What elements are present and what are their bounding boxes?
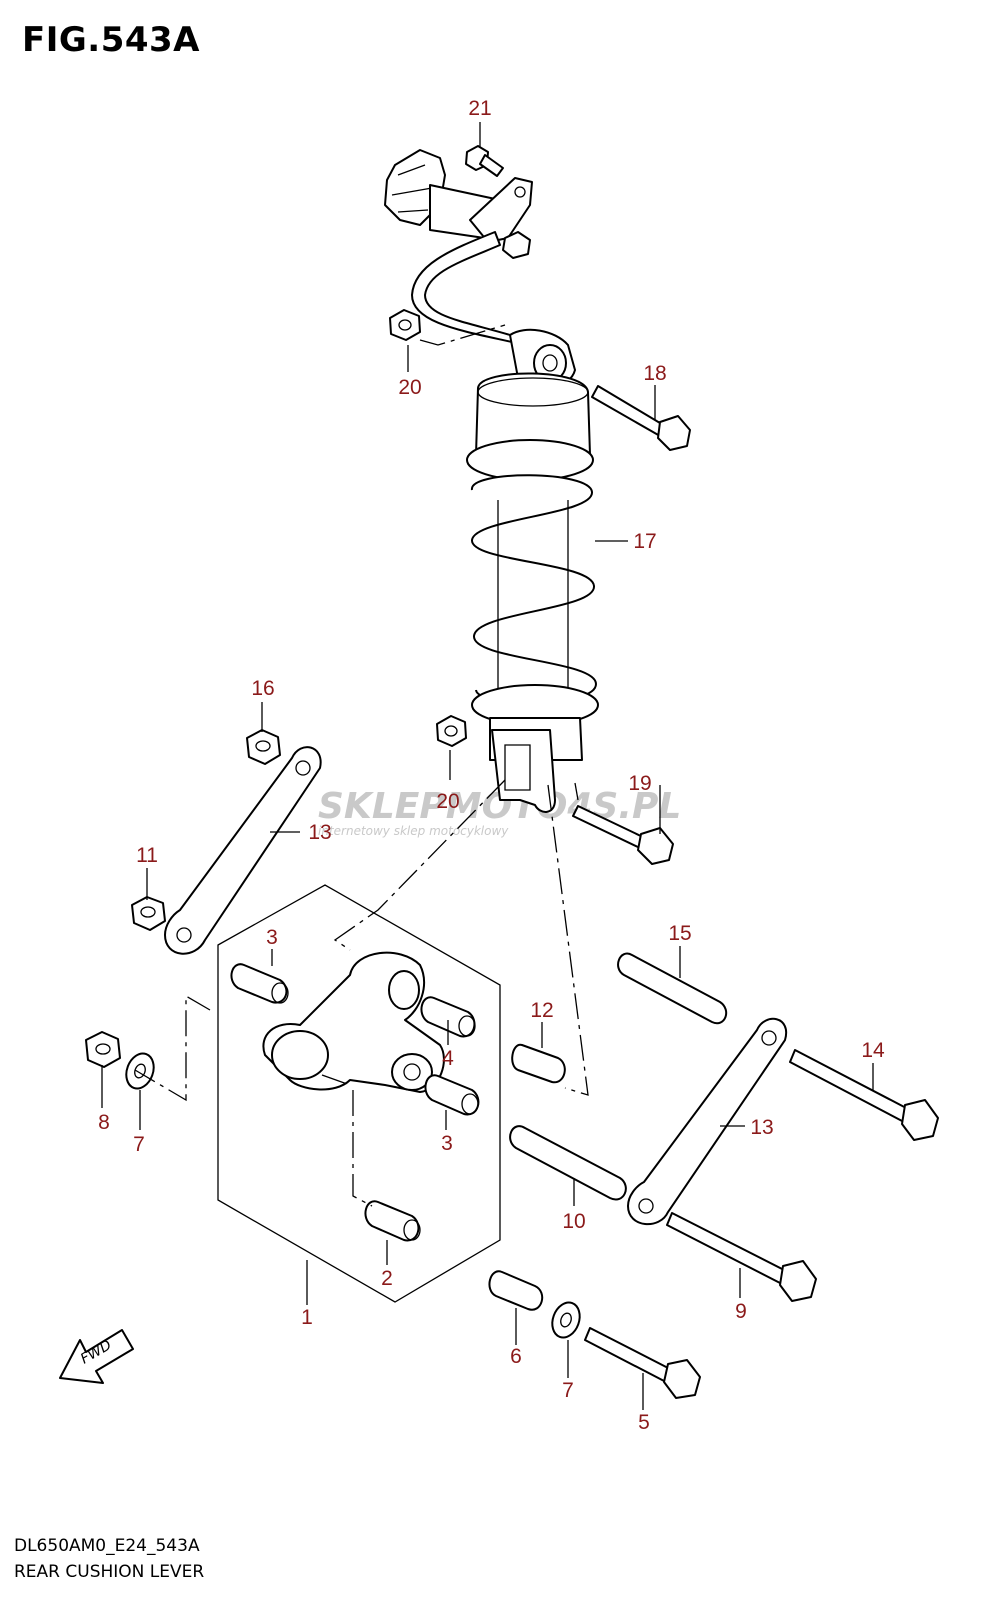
figure-title: FIG.543A (22, 20, 200, 60)
callout-13-upper: 13 (308, 821, 331, 844)
fwd-arrow: FWD (59, 1329, 134, 1384)
nut-20-upper (389, 309, 421, 341)
callout-21: 21 (468, 97, 491, 120)
callout-5: 5 (638, 1411, 650, 1434)
nut-11 (131, 896, 166, 931)
callout-6: 6 (510, 1345, 522, 1368)
bolt-14 (789, 1049, 939, 1141)
callout-7-left: 7 (133, 1133, 145, 1156)
callout-7-lower: 7 (562, 1379, 574, 1402)
callout-9: 9 (735, 1300, 747, 1323)
bolt-9 (666, 1212, 817, 1302)
collar-12 (511, 1043, 566, 1084)
cushion-lever-assembly (217, 884, 501, 1303)
callouts: 21 20 18 17 16 20 19 13 11 3 15 12 4 14 … (98, 97, 885, 1434)
callout-19: 19 (628, 772, 651, 795)
callout-15: 15 (668, 922, 691, 945)
bolt-5 (584, 1327, 701, 1399)
bolt-21 (465, 145, 504, 177)
callout-17: 17 (633, 530, 656, 553)
nut-16 (246, 729, 281, 765)
connector-lines (134, 324, 589, 1207)
callout-20-upper: 20 (398, 376, 421, 399)
tie-rod-13-upper (164, 746, 322, 955)
pin-15 (617, 952, 728, 1025)
figure-name: REAR CUSHION LEVER (14, 1562, 205, 1582)
callout-4: 4 (442, 1047, 454, 1070)
figure-code: DL650AM0_E24_543A (14, 1536, 200, 1556)
callout-10: 10 (562, 1210, 585, 1233)
callout-16: 16 (251, 677, 274, 700)
callout-8: 8 (98, 1111, 110, 1134)
shock-absorber (384, 149, 599, 813)
callout-14: 14 (861, 1039, 885, 1062)
callout-3-upper: 3 (266, 926, 278, 949)
pin-10 (509, 1125, 627, 1201)
callout-20-lower: 20 (436, 790, 459, 813)
washer-7-lower (551, 1301, 581, 1339)
collar-6 (488, 1270, 544, 1311)
leader-lines (101, 122, 874, 1410)
callout-13-lower: 13 (750, 1116, 773, 1139)
nut-8 (85, 1031, 121, 1068)
tie-rod-13-lower (627, 1017, 788, 1226)
callout-18: 18 (643, 362, 666, 385)
callout-1: 1 (301, 1306, 313, 1329)
nut-20-lower (436, 715, 467, 747)
callout-11: 11 (136, 844, 158, 867)
watermark-sub: internetowy sklep motocyklowy (318, 824, 509, 838)
callout-12: 12 (530, 999, 553, 1022)
washer-7-left (125, 1052, 155, 1090)
bolt-19 (572, 805, 674, 865)
callout-3-lower: 3 (441, 1132, 453, 1155)
bolt-18 (591, 385, 691, 451)
callout-2: 2 (381, 1267, 393, 1290)
